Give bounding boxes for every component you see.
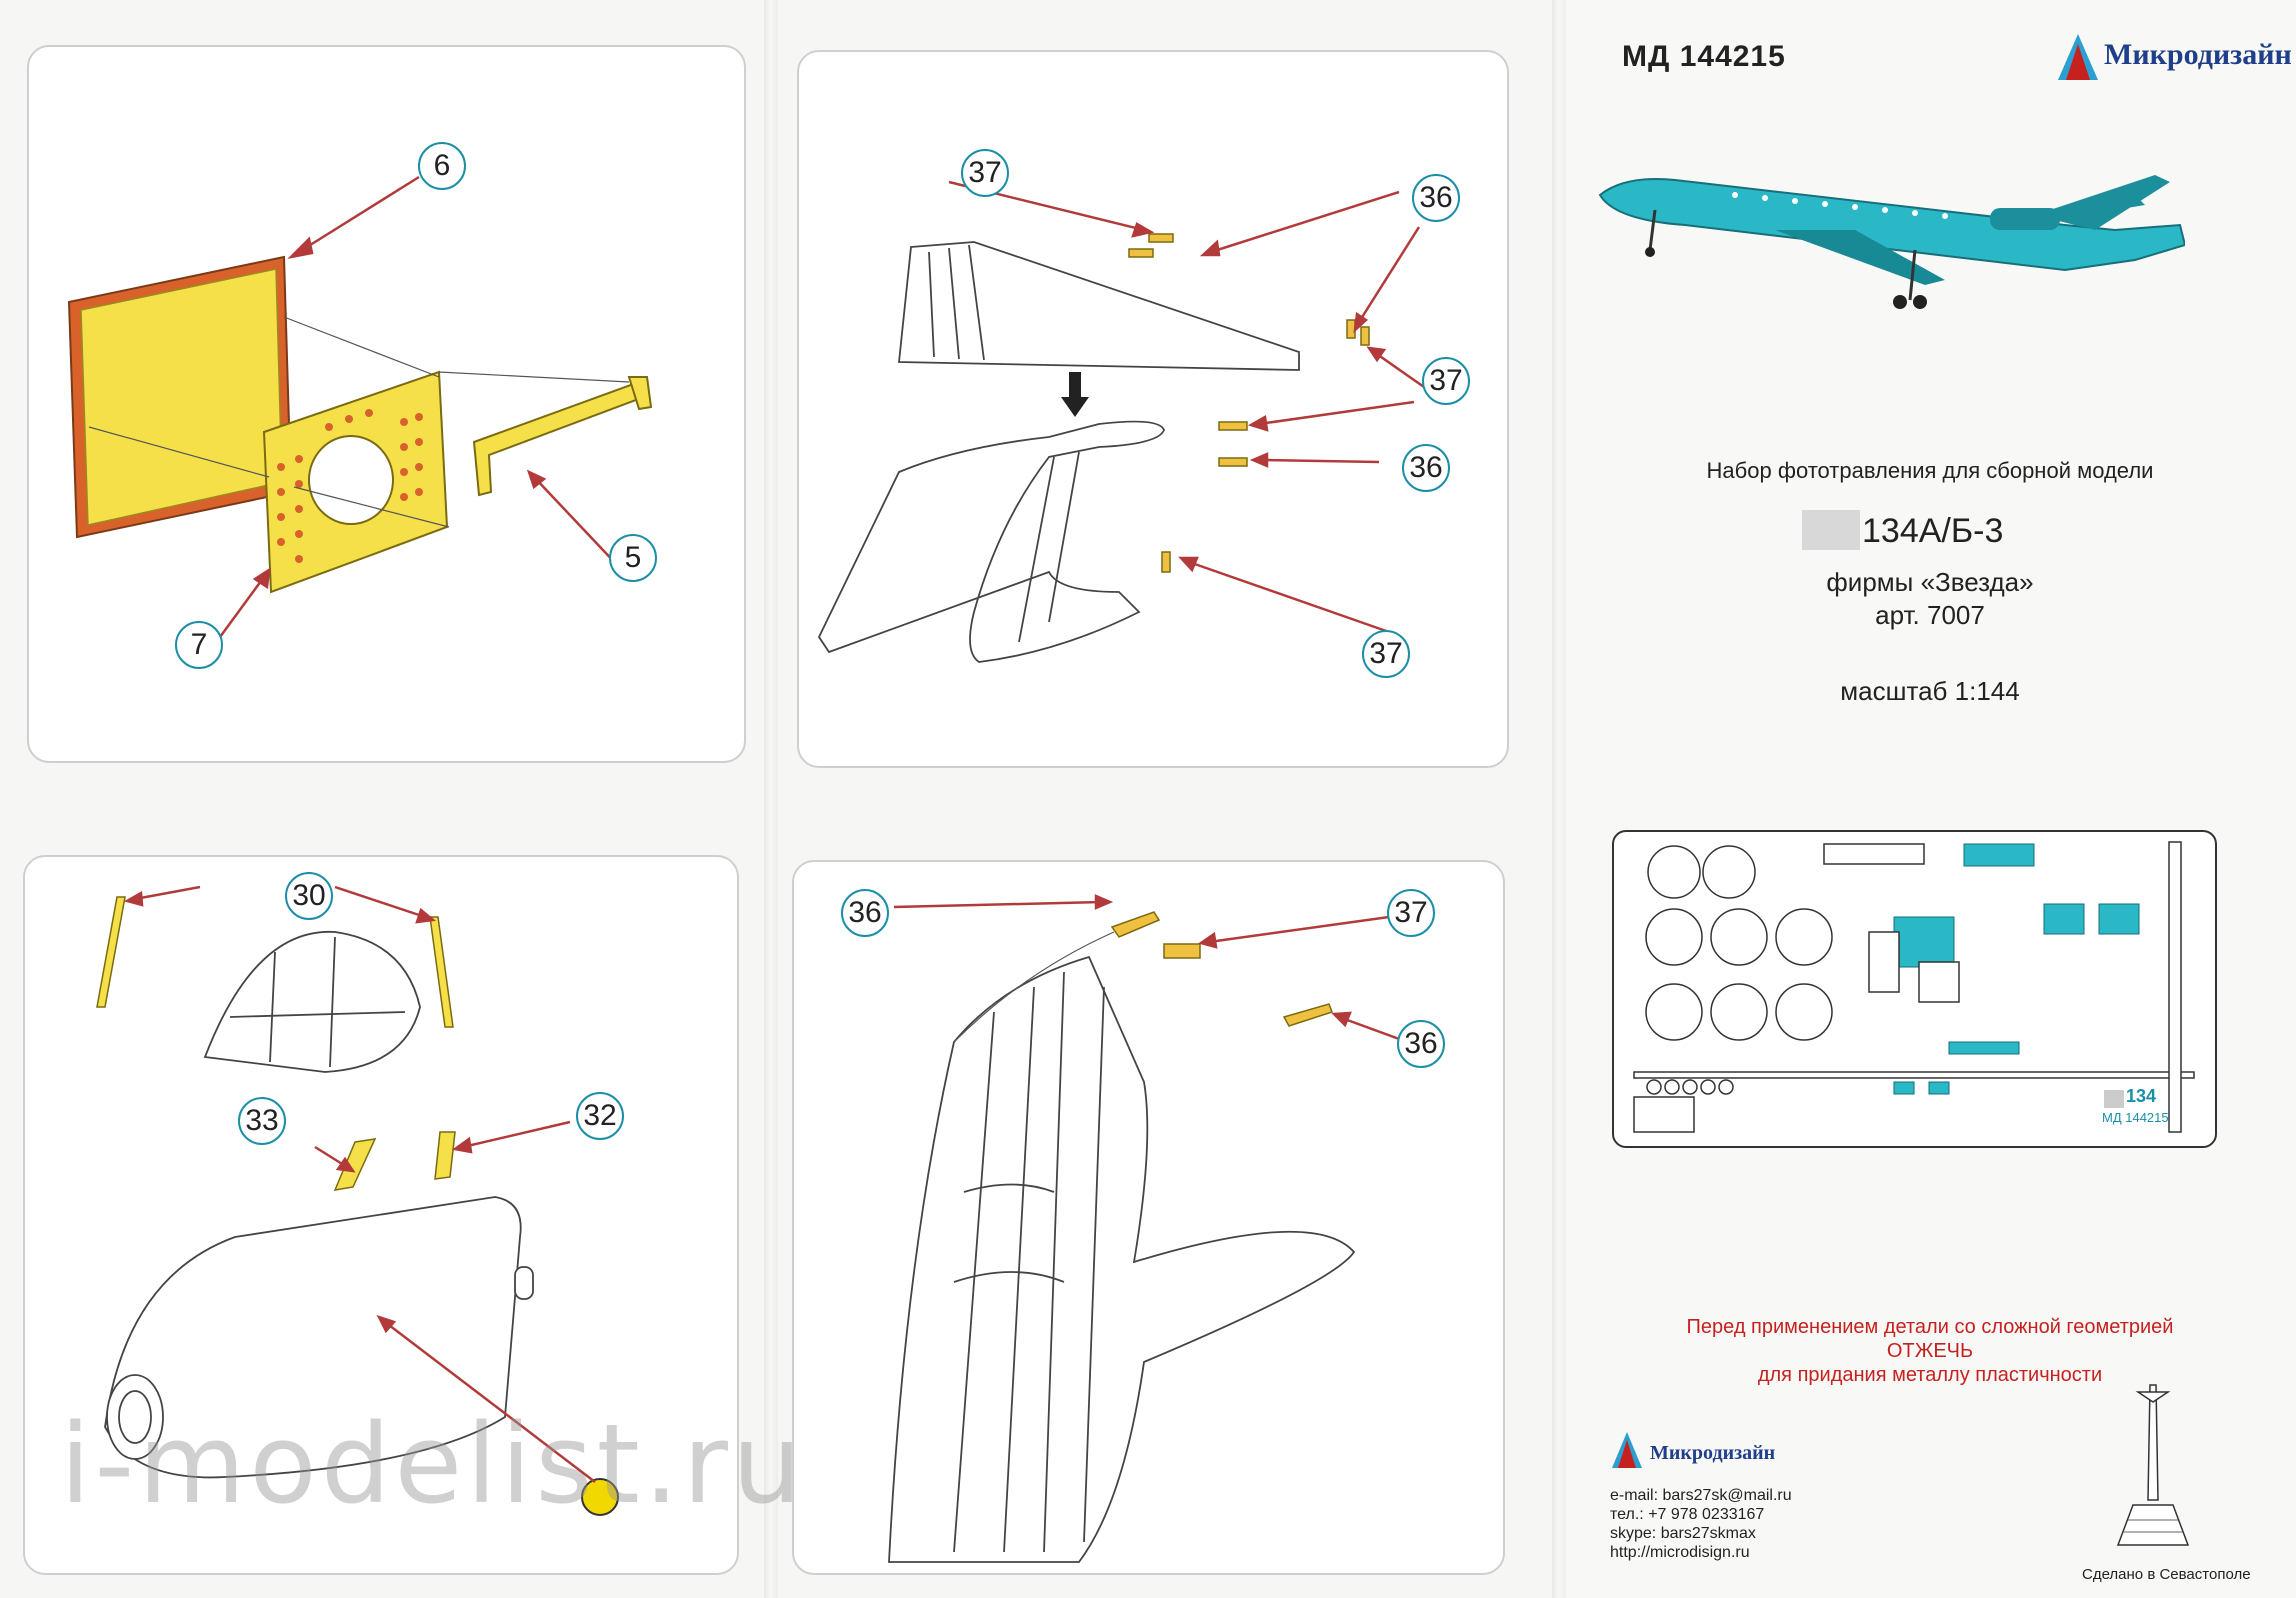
model-name: 134А/Б-3 xyxy=(1862,512,2004,550)
guide-lines xyxy=(953,931,1115,1043)
callout-36: 36 xyxy=(1412,174,1460,222)
callout-arrows xyxy=(948,180,1425,634)
part-5-bracket xyxy=(472,380,646,497)
fuselage xyxy=(104,1196,534,1479)
sheet-right xyxy=(1560,0,2296,1598)
callout-37: 37 xyxy=(961,149,1009,197)
callout-32: 32 xyxy=(576,1092,624,1140)
fin-parts xyxy=(1110,911,1333,1027)
callout-37: 37 xyxy=(1422,357,1470,405)
brand-logo-icon xyxy=(2058,34,2098,80)
contact-website: http://microdisign.ru xyxy=(1610,1544,1750,1561)
part-7-hole xyxy=(308,435,394,525)
aircraft-photo xyxy=(1598,175,2185,309)
callout-arrows xyxy=(893,894,1403,1042)
nose-assembly-drawing xyxy=(96,885,619,1516)
fin-detail-drawing xyxy=(888,894,1403,1563)
kit-article: арт. 7007 xyxy=(1875,600,1985,630)
instruction-panel-1: 6 5 7 xyxy=(27,45,746,763)
instruction-panel-4: 36 37 36 xyxy=(792,860,1505,1575)
model-redaction xyxy=(1802,510,1860,550)
teal-parts xyxy=(1893,843,2140,1095)
fret-redaction xyxy=(2104,1090,2124,1108)
part-7-dots xyxy=(277,409,423,563)
callout-36: 36 xyxy=(841,889,889,937)
callout-7: 7 xyxy=(175,621,223,669)
small-parts xyxy=(1128,233,1370,573)
arrow-down xyxy=(1061,372,1089,417)
brand-name: Микродизайн xyxy=(2104,38,2292,71)
callout-6: 6 xyxy=(418,142,466,190)
contact-phone: тел.: +7 978 0233167 xyxy=(1610,1506,1765,1523)
part-5-hook xyxy=(627,376,653,411)
fold-line xyxy=(1552,0,1566,1598)
annealing-warning-1: Перед применением детали со сложной геом… xyxy=(1686,1316,2174,1338)
callout-37: 37 xyxy=(1362,630,1410,678)
wheel-parts xyxy=(1645,845,1833,1041)
canopy xyxy=(203,931,421,1073)
fret-label-134: 134 xyxy=(2126,1086,2157,1106)
callout-36: 36 xyxy=(1402,444,1450,492)
product-code: МД 144215 xyxy=(1622,40,1786,73)
guide-lines xyxy=(88,316,630,528)
instruction-panel-3: 30 33 32 xyxy=(23,855,739,1575)
assembly-drawing xyxy=(67,175,653,653)
tail-assembly-drawing xyxy=(817,180,1425,663)
kit-scale: масштаб 1:144 xyxy=(1840,676,2020,706)
made-in-text: Сделано в Севастополе xyxy=(2082,1566,2251,1583)
sevastopol-monument-icon xyxy=(2116,1384,2190,1546)
annealing-warning-3: для придания металлу пластичности xyxy=(1757,1364,2103,1386)
callout-37: 37 xyxy=(1387,889,1435,937)
title-line1: Набор фототравления для сборной модели xyxy=(1706,458,2154,483)
callout-arrows xyxy=(123,885,596,1483)
icon-marker xyxy=(581,1478,619,1516)
fret-label-code: МД 144215 xyxy=(2102,1110,2169,1125)
callout-30: 30 xyxy=(285,872,333,920)
callout-5: 5 xyxy=(609,534,657,582)
fret-parts xyxy=(1633,841,2195,1133)
kit-maker: фирмы «Звезда» xyxy=(1826,567,2034,597)
etched-fret-diagram: 134 МД 144215 xyxy=(1612,830,2217,1148)
side-strips xyxy=(96,896,454,1028)
footer-brand: Микродизайн xyxy=(1650,1442,1776,1464)
contact-email: e-mail: bars27sk@mail.ru xyxy=(1610,1487,1792,1504)
fold-line xyxy=(764,0,778,1598)
instruction-panel-2: 37 36 37 36 37 xyxy=(797,50,1509,768)
callout-33: 33 xyxy=(238,1097,286,1145)
callout-36: 36 xyxy=(1397,1020,1445,1068)
ring-parts xyxy=(1646,1079,1734,1095)
stabilizer xyxy=(898,241,1300,371)
fin-and-fuselage xyxy=(817,420,1165,663)
misc-parts xyxy=(1633,841,2195,1133)
fin xyxy=(888,955,1356,1563)
annealing-warning-2: ОТЖЕЧЬ xyxy=(1886,1340,1974,1362)
parts-33-32 xyxy=(333,1131,456,1191)
part-6-inner xyxy=(80,268,283,526)
footer-logo-icon xyxy=(1612,1432,1642,1468)
contact-skype: skype: bars27skmax xyxy=(1610,1525,1756,1542)
watermark-text: i-modelist.ru xyxy=(60,1400,806,1528)
